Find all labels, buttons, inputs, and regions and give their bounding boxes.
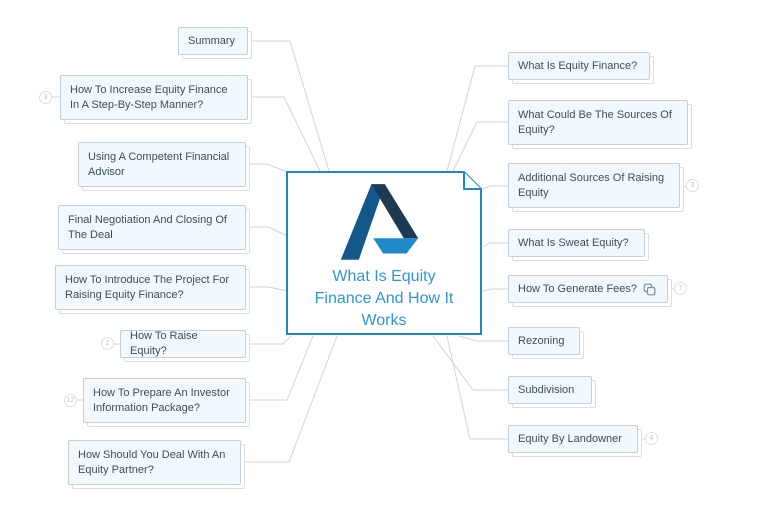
topic-label: Summary [188,34,236,47]
subtopic-count-badge[interactable]: 7 [674,282,687,295]
topic-what-is-equity-finance[interactable]: What Is Equity Finance? [508,52,650,80]
connector-line [246,335,314,401]
topic-additional-sources[interactable]: Additional Sources Of Raising Equity [508,163,680,208]
topic-introduce-project[interactable]: How To Introduce The Project For Raising… [55,265,246,310]
connector-line [482,288,508,292]
a-mark-logo [340,184,419,260]
topic-investor-information-package[interactable]: How To Prepare An Investor Information P… [83,378,246,423]
topic-label: What Could Be The Sources Of Equity? [518,108,672,136]
connector-line [246,335,292,345]
topic-summary[interactable]: Summary [178,27,248,55]
topic-label: Additional Sources Of Raising Equity [518,171,665,199]
topic-final-negotiation[interactable]: Final Negotiation And Closing Of The Dea… [58,205,246,250]
connector-line [241,335,338,463]
connector-line [452,121,508,172]
topic-rezoning[interactable]: Rezoning [508,327,580,355]
topic-label: Final Negotiation And Closing Of The Dea… [68,213,227,241]
topic-sources-of-equity[interactable]: What Could Be The Sources Of Equity? [508,100,688,145]
connector-line [248,40,330,172]
connector-line [482,185,508,190]
topic-how-to-generate-fees[interactable]: How To Generate Fees? [508,275,668,303]
topic-increase-equity-finance[interactable]: How To Increase Equity Finance In A Step… [60,75,248,120]
copy-icon[interactable] [643,283,656,296]
central-topic[interactable]: What Is Equity Finance And How It Works [286,171,482,335]
connector-line [246,286,288,292]
topic-how-to-raise-equity[interactable]: How To Raise Equity? [120,330,246,358]
topic-sweat-equity[interactable]: What Is Sweat Equity? [508,229,645,257]
subtopic-count-badge[interactable]: 4 [645,432,658,445]
connector-line [482,242,508,248]
connector-line [246,163,288,173]
subtopic-count-badge[interactable]: 3 [686,179,699,192]
topic-label: Subdivision [518,383,575,396]
topic-label: What Is Sweat Equity? [518,236,629,249]
topic-label: How To Prepare An Investor Information P… [93,386,230,414]
topic-subdivision[interactable]: Subdivision [508,376,592,404]
topic-competent-financial-advisor[interactable]: Using A Competent Financial Advisor [78,142,246,187]
topic-equity-by-landowner[interactable]: Equity By Landowner [508,425,638,453]
topic-label: How Should You Deal With An Equity Partn… [78,448,226,476]
connector-line [446,65,508,172]
topic-label: How To Increase Equity Finance In A Step… [70,83,228,111]
connector-line [246,226,288,237]
connector-line [446,335,508,440]
topic-label: How To Generate Fees? [518,282,638,295]
topic-label: How To Raise Equity? [130,330,198,357]
connector-line [458,335,508,342]
topic-label: Equity By Landowner [518,432,622,445]
connector-line [248,96,321,172]
topic-label: How To Introduce The Project For Raising… [65,273,230,301]
topic-label: Rezoning [518,334,565,347]
topic-label: Using A Competent Financial Advisor [88,150,230,178]
subtopic-count-badge[interactable]: 12 [64,394,77,407]
central-title: What Is Equity Finance And How It Works [314,268,454,329]
topic-deal-with-equity-partner[interactable]: How Should You Deal With An Equity Partn… [68,440,241,485]
subtopic-count-badge[interactable]: 2 [101,337,114,350]
connector-line [432,335,508,391]
topic-label: What Is Equity Finance? [518,59,638,72]
subtopic-count-badge[interactable]: 3 [39,91,52,104]
